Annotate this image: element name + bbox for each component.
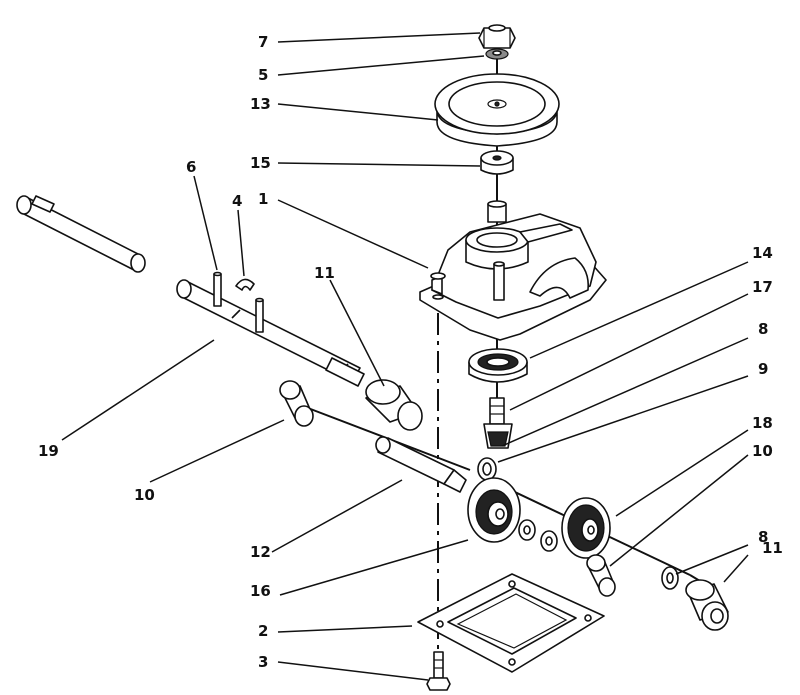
part-bushing-right xyxy=(586,554,616,597)
part-main-shaft xyxy=(176,279,365,387)
part-bushing-lower xyxy=(685,579,729,631)
part-bearing xyxy=(468,348,528,383)
callout-10-right: 10 xyxy=(752,442,773,460)
part-gear-shaft xyxy=(375,436,467,493)
callout-8-lower: 8 xyxy=(758,528,768,546)
callout-15: 15 xyxy=(250,154,271,172)
part-pinion-shaft xyxy=(489,397,505,425)
part-bevel-gear xyxy=(467,477,521,543)
part-nut xyxy=(478,24,516,49)
leader-lines xyxy=(61,32,749,681)
callout-14: 14 xyxy=(752,244,773,262)
callout-19: 19 xyxy=(38,442,59,460)
part-pulley xyxy=(434,73,560,147)
part-drive-shaft xyxy=(16,195,146,273)
callout-1: 1 xyxy=(258,190,268,208)
callout-7: 7 xyxy=(258,33,268,51)
part-bolt xyxy=(426,651,451,691)
callout-12: 12 xyxy=(250,543,271,561)
part-spur-gear xyxy=(561,497,611,559)
callout-2: 2 xyxy=(258,622,268,640)
part-washer-lower xyxy=(661,566,679,590)
callout-13: 13 xyxy=(250,95,271,113)
callout-11-lower: 11 xyxy=(762,539,783,557)
part-spacer xyxy=(480,150,514,175)
callout-11-upper: 11 xyxy=(314,264,335,282)
part-bevel-pinion xyxy=(483,423,513,449)
part-bushing-left xyxy=(279,380,314,427)
callout-8-upper: 8 xyxy=(758,320,768,338)
callout-17: 17 xyxy=(752,278,773,296)
callout-18: 18 xyxy=(752,414,773,432)
callout-4: 4 xyxy=(232,192,242,210)
callout-16: 16 xyxy=(250,582,271,600)
callout-10-left: 10 xyxy=(134,486,155,504)
part-retaining-clip xyxy=(235,278,255,291)
part-thrust-washer xyxy=(477,457,497,481)
callout-3: 3 xyxy=(258,653,268,671)
part-washer-top xyxy=(485,48,509,60)
callout-5: 5 xyxy=(258,66,268,84)
part-gear-washers xyxy=(518,519,558,552)
part-cover-plate xyxy=(417,573,605,673)
callout-6: 6 xyxy=(186,158,196,176)
part-roll-pins xyxy=(213,271,264,333)
part-bushing-upper xyxy=(365,379,423,431)
callout-9: 9 xyxy=(758,360,768,378)
part-gearbox-housing xyxy=(419,200,607,341)
